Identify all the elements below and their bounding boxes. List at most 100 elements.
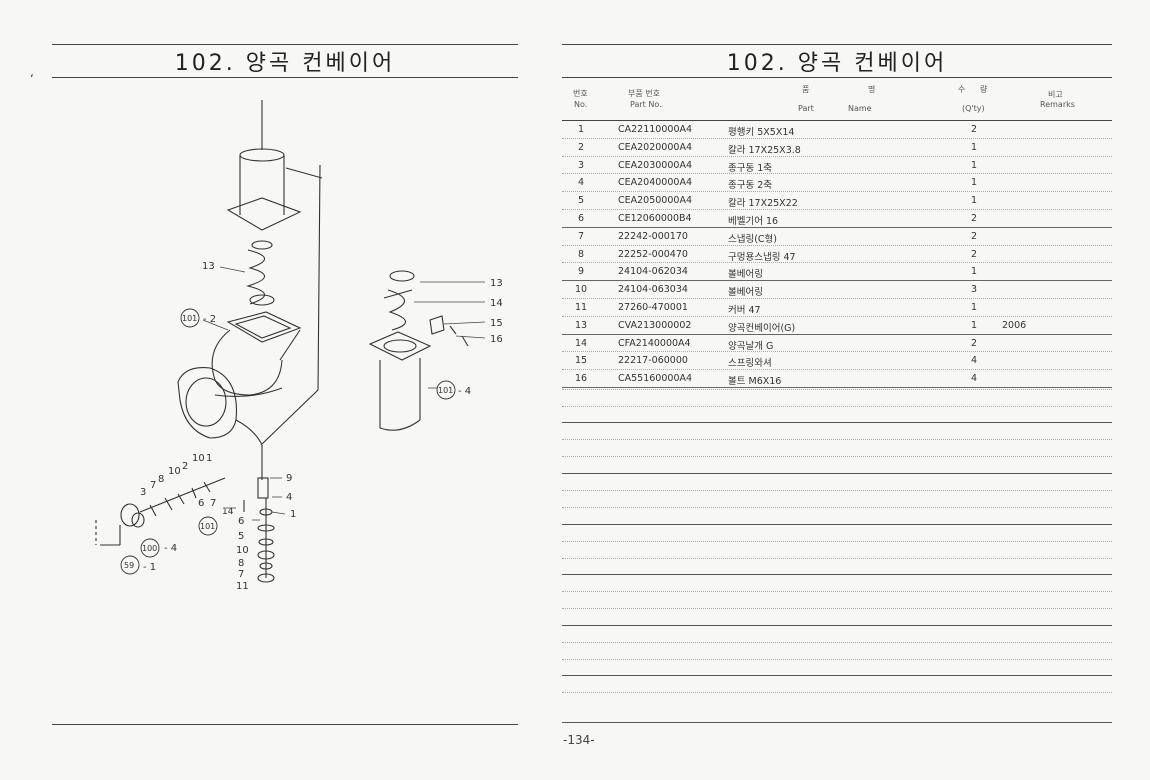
header-name-en: Name bbox=[848, 104, 872, 113]
header-remarks-kr: 비고 bbox=[1048, 90, 1063, 99]
part-name: 양곡컨베이어(G) bbox=[728, 322, 796, 334]
header-name-kr-2: 명 bbox=[868, 85, 876, 94]
part-code: 22242-000170 bbox=[618, 230, 688, 242]
ref-circle-101-4: 101 bbox=[438, 386, 453, 395]
header-part-en: Part bbox=[798, 104, 814, 113]
header-no-kr: 번호 bbox=[573, 89, 588, 98]
ref-circle-101-2: 101 bbox=[182, 314, 197, 323]
part-quantity: 4 bbox=[970, 373, 978, 385]
part-code: 24104-063034 bbox=[618, 284, 688, 296]
ref-circle-100: 100 bbox=[142, 544, 157, 553]
ref-suffix-4: - 4 bbox=[458, 386, 471, 397]
part-number-index: 11 bbox=[574, 301, 588, 313]
part-quantity: 1 bbox=[970, 159, 978, 171]
callout-3: 3 bbox=[140, 487, 146, 498]
part-name: 스프링와셔 bbox=[728, 358, 772, 370]
part-quantity: 1 bbox=[970, 319, 978, 331]
callout-2: 2 bbox=[182, 461, 188, 472]
callout-1b: 1 bbox=[206, 453, 212, 464]
part-quantity: 2 bbox=[970, 248, 978, 260]
part-number-index: 15 bbox=[574, 355, 588, 367]
part-name: 커버 47 bbox=[728, 304, 761, 316]
header-name-kr-1: 품 bbox=[802, 85, 810, 94]
part-number-index: 13 bbox=[574, 319, 588, 331]
callout-9: 9 bbox=[286, 473, 292, 484]
callout-6a: 6 bbox=[198, 498, 204, 509]
header-qty-kr-1: 수 bbox=[958, 85, 966, 94]
callout-5: 5 bbox=[238, 531, 244, 542]
part-name: 종구동 1축 bbox=[728, 162, 773, 174]
table-header: 번호 No. 부품 번호 Part No. 품 명 Part Name 수 량 … bbox=[562, 80, 1112, 121]
part-number-index: 1 bbox=[577, 124, 585, 135]
part-code: 24104-062034 bbox=[618, 266, 688, 278]
table-row: 5 CEA2050000A4 칼라 17X25X22 1 bbox=[562, 192, 1112, 210]
callout-6b: 6 bbox=[238, 516, 244, 527]
part-number-index: 9 bbox=[577, 266, 585, 278]
part-name: 볼트 M6X16 bbox=[728, 376, 782, 388]
ref-circle-101-14: 101 bbox=[200, 522, 215, 531]
left-footer-rule bbox=[52, 724, 518, 725]
parts-table: 번호 No. 부품 번호 Part No. 품 명 Part Name 수 량 … bbox=[562, 80, 1112, 388]
ref-suffix-2: - 2 bbox=[203, 314, 216, 325]
header-remarks-en: Remarks bbox=[1040, 100, 1075, 109]
ref-suffix-14: 14 bbox=[222, 507, 234, 517]
part-quantity: 1 bbox=[970, 266, 978, 278]
table-row: 9 24104-062034 볼베어링 1 bbox=[562, 263, 1112, 282]
part-name: 칼라 17X25X22 bbox=[728, 198, 798, 210]
ref-suffix-59: - 1 bbox=[143, 562, 156, 573]
callout-4: 4 bbox=[286, 492, 292, 503]
part-number-index: 7 bbox=[577, 230, 585, 242]
part-number-index: 3 bbox=[577, 159, 585, 171]
blank-ruled-area bbox=[562, 372, 1112, 723]
part-name: 평행키 5X5X14 bbox=[728, 127, 795, 138]
ref-circle-59: 59 bbox=[124, 561, 134, 570]
part-name: 베벨기어 16 bbox=[728, 215, 779, 227]
part-quantity: 2 bbox=[970, 212, 978, 224]
left-title-text: 102. 양곡 컨베이어 bbox=[174, 51, 396, 76]
part-name: 종구동 2축 bbox=[728, 180, 773, 192]
callout-8b: 8 bbox=[158, 474, 164, 485]
callout-7b: 7 bbox=[238, 569, 244, 580]
callout-13-right: 13 bbox=[490, 278, 503, 289]
callout-8a: 8 bbox=[238, 558, 244, 569]
part-number-index: 10 bbox=[574, 284, 588, 296]
part-number-index: 14 bbox=[574, 337, 588, 349]
header-qty-kr-2: 량 bbox=[980, 85, 988, 94]
header-no-en: No. bbox=[574, 100, 588, 109]
callout-10c: 10 bbox=[192, 453, 205, 464]
part-code: 22217-060000 bbox=[618, 355, 688, 367]
callout-15: 15 bbox=[490, 318, 503, 329]
part-quantity: 2 bbox=[970, 337, 978, 349]
part-name: 칼라 17X25X3.8 bbox=[728, 144, 801, 156]
part-number-index: 5 bbox=[577, 195, 585, 207]
part-quantity: 2 bbox=[970, 124, 978, 135]
part-code: CEA2020000A4 bbox=[618, 141, 692, 153]
callout-1: 1 bbox=[290, 509, 296, 520]
part-code: CEA2050000A4 bbox=[618, 195, 692, 207]
right-page-title: 102. 양곡 컨베이어 bbox=[562, 44, 1112, 78]
part-code: CA55160000A4 bbox=[618, 373, 693, 385]
header-qty-en: (Q'ty) bbox=[962, 104, 985, 113]
part-name: 볼베어링 bbox=[728, 269, 763, 281]
part-quantity: 1 bbox=[970, 195, 978, 207]
callout-10a: 10 bbox=[236, 545, 249, 556]
part-quantity: 1 bbox=[970, 301, 978, 313]
part-name: 구멍용스냅링 47 bbox=[728, 251, 796, 263]
part-name: 스냅링(C형) bbox=[728, 233, 778, 245]
margin-mark: ‘ bbox=[30, 72, 34, 86]
right-title-text: 102. 양곡 컨베이어 bbox=[726, 51, 948, 76]
part-code: CA22110000A4 bbox=[618, 124, 693, 135]
part-number-index: 2 bbox=[577, 141, 585, 153]
part-number-index: 4 bbox=[577, 177, 585, 189]
part-number-index: 8 bbox=[577, 248, 585, 260]
part-code: 22252-000470 bbox=[618, 248, 688, 260]
